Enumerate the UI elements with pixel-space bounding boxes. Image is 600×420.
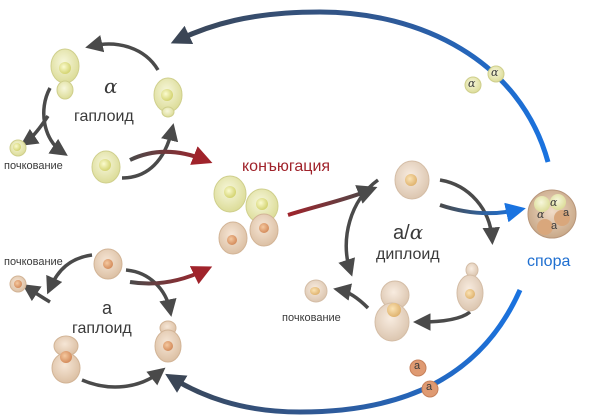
free-alpha-spore-2: α [491, 66, 499, 79]
free-a-spores [409, 359, 439, 398]
free-a-spore-2: a [426, 381, 433, 393]
a-to-conjugation-arrow [129, 266, 213, 286]
alpha-bud-small [9, 139, 27, 157]
diploid-symbol-a: a/ [393, 222, 410, 244]
alpha-haploid-label: гаплоид [74, 108, 134, 125]
free-alpha-spores [464, 65, 505, 94]
spore-label: спора [527, 253, 571, 270]
a-cell-round [93, 248, 123, 280]
a-cell-large [51, 335, 81, 384]
a-bud-small [9, 275, 27, 293]
diploid-budding-label: почкование [282, 312, 341, 324]
spore-content-3: a [551, 220, 558, 232]
alpha-to-conjugation-arrow [129, 146, 213, 165]
spore-to-a-arc [165, 288, 523, 415]
diploid-cell-right [456, 262, 484, 312]
spore-content-1: α [537, 208, 545, 221]
diploid-bud-small [304, 279, 328, 303]
free-alpha-spore-1: α [468, 77, 476, 90]
alpha-haploid-symbol: α [104, 74, 118, 98]
spore-ascus [527, 189, 577, 239]
diploid-symbol: a/α [393, 220, 423, 245]
a-budding-label: почкование [4, 256, 63, 268]
conjugation-label: конъюгация [242, 158, 331, 175]
spore-content-2: α [550, 196, 558, 209]
diploid-cycle-arrows [333, 178, 500, 331]
diploid-label: диплоид [376, 246, 440, 263]
free-a-spore-1: a [414, 360, 421, 372]
diploid-cell-budding [374, 280, 410, 342]
alpha-cell-large [153, 77, 183, 118]
spore-to-alpha-arc [170, 9, 551, 163]
alpha-budding-label: почкование [4, 160, 63, 172]
a-haploid-symbol: a [102, 298, 113, 318]
diploid-cell-top [394, 160, 430, 200]
diploid-to-spore-arrow [439, 202, 526, 223]
alpha-cell-round [91, 150, 121, 184]
a-cell-budding [154, 320, 182, 363]
conjugating-cells [213, 175, 279, 255]
diploid-symbol-alpha: α [409, 220, 424, 244]
alpha-cell-budding [50, 48, 80, 100]
spore-content-4: a [563, 207, 570, 219]
a-haploid-label: гаплоид [72, 320, 132, 337]
alpha-cycle-arrows [20, 35, 179, 180]
